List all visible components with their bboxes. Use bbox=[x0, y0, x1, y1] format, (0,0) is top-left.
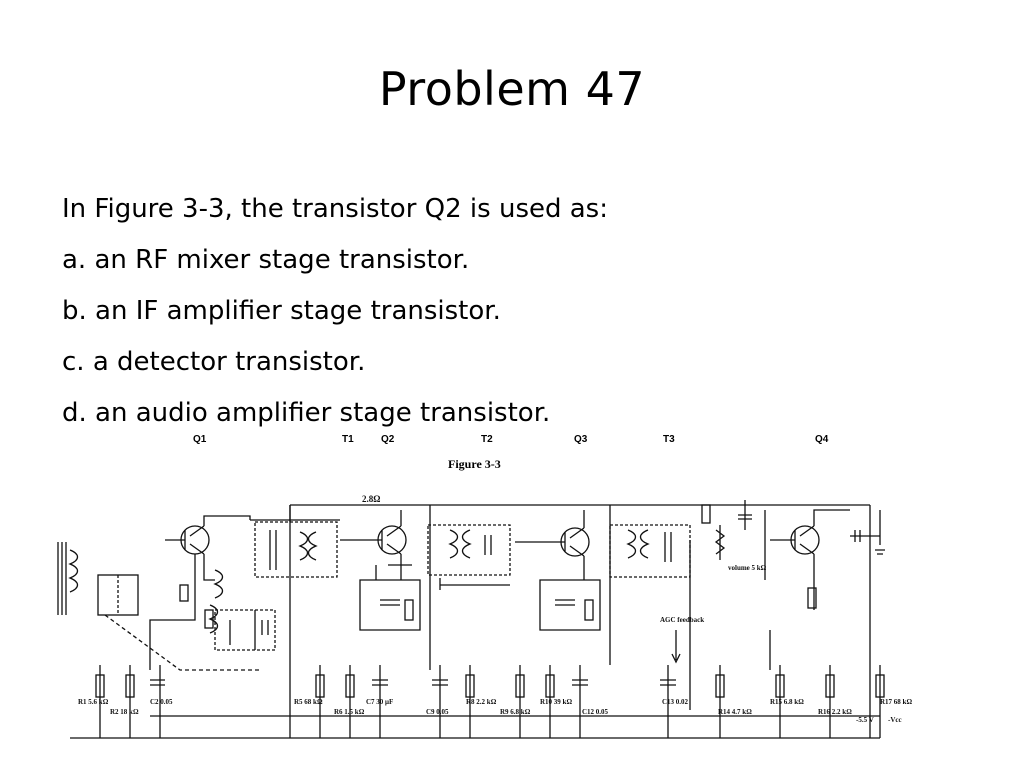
transistor-labels: Q1 T1 Q2 T2 Q3 T3 Q4 bbox=[0, 434, 1024, 450]
component-r5: R5 68 kΩ bbox=[294, 698, 323, 706]
component-r16: R16 2.2 kΩ bbox=[818, 708, 852, 716]
figure-title: Figure 3-3 bbox=[448, 457, 501, 471]
agc-label: AGC feedback bbox=[660, 616, 704, 624]
option-b: b. an IF amplifier stage transistor. bbox=[62, 296, 501, 326]
label-t1: T1 bbox=[342, 434, 354, 445]
component-c12: C12 0.05 bbox=[582, 708, 609, 716]
label-q2: Q2 bbox=[381, 434, 395, 445]
component-r8: R8 2.2 kΩ bbox=[466, 698, 497, 706]
component-r9: R9 6.8 kΩ bbox=[500, 708, 531, 716]
component-r15: R15 6.8 kΩ bbox=[770, 698, 804, 706]
question-text: In Figure 3-3, the transistor Q2 is used… bbox=[62, 194, 608, 224]
component-r17: R17 68 kΩ bbox=[880, 698, 912, 706]
component-c9: C9 0.05 bbox=[426, 708, 449, 716]
label-t2: T2 bbox=[481, 434, 493, 445]
option-c: c. a detector transistor. bbox=[62, 347, 366, 377]
component-r14: R14 4.7 kΩ bbox=[718, 708, 752, 716]
option-a: a. an RF mixer stage transistor. bbox=[62, 245, 470, 275]
label-q3: Q3 bbox=[574, 434, 588, 445]
component-r2: R2 18 kΩ bbox=[110, 708, 139, 716]
component-r10: R10 39 kΩ bbox=[540, 698, 572, 706]
component-c7: C7 30 μF bbox=[366, 698, 393, 706]
question-body: In Figure 3-3, the transistor Q2 is used… bbox=[62, 184, 962, 439]
volume-label: volume 5 kΩ bbox=[728, 564, 767, 572]
component-r1: R1 5.6 kΩ bbox=[78, 698, 109, 706]
option-d: d. an audio amplifier stage transistor. bbox=[62, 398, 551, 428]
label-t3: T3 bbox=[663, 434, 675, 445]
circuit-schematic: 2.8Ω AGC feedback -5.5 V volume 5 kΩ -Vc… bbox=[57, 494, 912, 739]
label-q1: Q1 bbox=[193, 434, 207, 445]
component-r6: R6 1.5 kΩ bbox=[334, 708, 365, 716]
supply-label: -Vcc bbox=[888, 716, 902, 724]
slide-title: Problem 47 bbox=[378, 62, 646, 116]
resistance-label: 2.8Ω bbox=[362, 494, 380, 504]
component-c2: C2 0.05 bbox=[150, 698, 173, 706]
label-q4: Q4 bbox=[815, 434, 829, 445]
vcc-label: -5.5 V bbox=[856, 716, 874, 724]
component-c13: C13 0.02 bbox=[662, 698, 689, 706]
